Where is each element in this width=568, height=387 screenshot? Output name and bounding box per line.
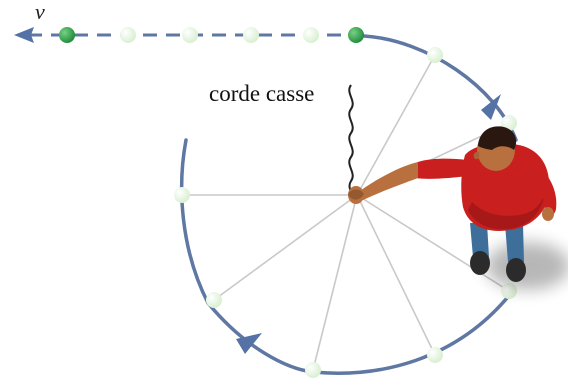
person-hair (478, 126, 517, 150)
ball-orbit (427, 47, 443, 63)
ball-orbit (206, 292, 222, 308)
ball-trail (243, 27, 259, 43)
ball-release-point (348, 27, 364, 43)
ball-orbit (305, 362, 321, 378)
trajectory-arc-bottom (206, 290, 514, 375)
curved-arrow-icon-bottom (236, 333, 262, 354)
ball-orbit (427, 347, 443, 363)
broken-rope-label: corde casse (209, 81, 314, 106)
person-left-hand (348, 186, 364, 204)
person-figure (348, 126, 557, 282)
person-left-leg (470, 223, 489, 257)
person-shadow (486, 242, 568, 290)
velocity-arrow-icon (14, 27, 34, 43)
ball-trail (120, 27, 136, 43)
ball-trail (303, 27, 319, 43)
person-body-shade (468, 193, 545, 230)
person-right-leg (505, 224, 524, 262)
ball-orbit (501, 115, 517, 131)
curved-arrow-icon-top (481, 94, 501, 120)
broken-rope (348, 84, 355, 198)
person-right-shoe (506, 258, 526, 282)
person-ear (473, 151, 480, 160)
ball-trail (182, 27, 198, 43)
ball-orbit (174, 187, 190, 203)
person-right-hand (542, 207, 554, 221)
ball-current-released (59, 27, 75, 43)
person-left-forearm (357, 162, 418, 201)
person-right-arm (533, 170, 557, 216)
person-hand-shadow (348, 189, 364, 200)
velocity-label: v (35, 0, 45, 24)
trajectory-arc-left (179, 138, 210, 305)
person-left-shoe (470, 251, 490, 275)
ball-positions (59, 27, 517, 378)
person-left-upper-arm (411, 158, 469, 179)
